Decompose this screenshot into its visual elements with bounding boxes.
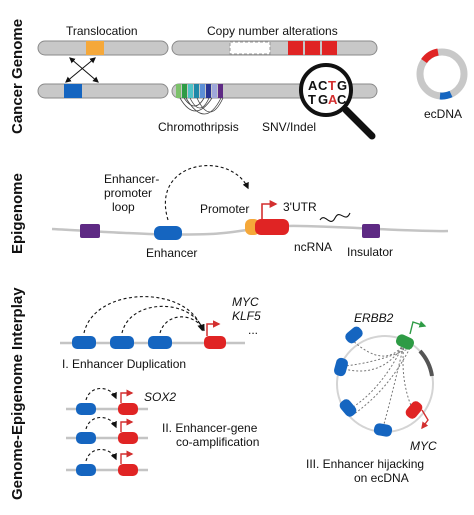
dup-loop-3 <box>159 316 205 334</box>
translocation-segment-blue <box>64 84 82 98</box>
hijack-ecdna-ring <box>336 335 434 433</box>
translocation-arrow-1 <box>65 57 96 83</box>
ecdna-blue-segment <box>439 90 453 100</box>
seq-top-3: G <box>337 78 347 93</box>
tss-arrow <box>261 200 278 219</box>
cna-segment-3 <box>322 41 337 55</box>
myc-ring-gene <box>405 401 423 419</box>
enhancer-duplication-panel: MYC KLF5 ... I. Enhancer Duplication <box>60 295 261 371</box>
ecdna-ring <box>416 48 468 100</box>
translocation-label: Translocation <box>66 24 138 38</box>
hijack-enhancer-3 <box>339 399 357 417</box>
copy-number-label: Copy number alterations <box>207 24 338 38</box>
hijack-enhancer-1 <box>345 326 363 344</box>
dup-gene <box>204 336 226 349</box>
myc-label-top: MYC <box>232 295 259 309</box>
dup-tss-arrow <box>206 320 221 336</box>
hijack-interactions <box>339 339 413 425</box>
promoter-label: Promoter <box>200 202 249 216</box>
seq-bottom-2: A <box>328 92 338 107</box>
snv-magnifier: A C T G T G A C <box>299 63 376 140</box>
translocation-arrow-2 <box>69 57 99 83</box>
cna-segment-2 <box>305 41 320 55</box>
loop-label-line2: promoter <box>104 186 152 200</box>
enhancer-box <box>154 226 182 240</box>
chromosome-bottom-arm-left <box>37 83 169 99</box>
seq-bottom-0: T <box>308 92 316 107</box>
hijack-enhancer-4 <box>373 423 393 437</box>
ncrna-squiggle <box>319 212 351 222</box>
section-label-interplay: Genome-Epigenome Interplay <box>9 287 26 500</box>
loop-label-line3: loop <box>112 200 135 214</box>
hijack-caption-line2: on ecDNA <box>354 471 409 485</box>
coamp-unit-3 <box>66 448 148 476</box>
seq-top-0: A <box>308 78 318 93</box>
sox2-label: SOX2 <box>144 390 176 404</box>
dup-caption: I. Enhancer Duplication <box>62 357 186 371</box>
erbb2-gene <box>395 334 415 350</box>
cancer-genome-panel: Translocation Copy number alterations <box>37 24 468 140</box>
coamplification-panel: SOX2 II. Enhancer-gene co-amplification <box>66 387 259 476</box>
ellipsis-label: ... <box>248 323 258 337</box>
seq-bottom-3: C <box>337 92 347 107</box>
coamp-caption-line2: co-amplification <box>176 435 259 449</box>
hijack-enhancer-2 <box>333 357 349 377</box>
klf5-label: KLF5 <box>232 309 261 323</box>
deleted-segment <box>229 41 271 55</box>
hijack-dark-segment <box>418 349 434 377</box>
ecdna-label: ecDNA <box>424 107 462 121</box>
translocation-segment-orange <box>86 41 104 55</box>
cna-segment-1 <box>288 41 303 55</box>
coamp-unit-2 <box>66 416 148 444</box>
chromothripsis-arcs <box>179 97 224 115</box>
ncrna-label: ncRNA <box>294 240 332 254</box>
magnifier-lens <box>299 63 353 117</box>
myc-ring-tss-arrow <box>421 409 429 430</box>
section-label-epigenome: Epigenome <box>9 173 26 254</box>
coamp-caption-line1: II. Enhancer-gene <box>162 421 258 435</box>
seq-top-1: C <box>318 78 328 93</box>
dup-enhancer-3 <box>148 336 172 349</box>
dup-enhancer-2 <box>110 336 134 349</box>
chromothripsis-segments <box>176 84 223 98</box>
gene-body-box <box>255 219 289 235</box>
seq-bottom-1: G <box>318 92 328 107</box>
dup-enhancer-1 <box>72 336 96 349</box>
hijack-caption-line1: III. Enhancer hijacking <box>306 457 424 471</box>
chromothripsis-label: Chromothripsis <box>158 120 239 134</box>
erbb2-tss-arrow <box>409 320 427 335</box>
loop-label-line1: Enhancer- <box>104 172 159 186</box>
myc-ring-label: MYC <box>410 439 437 453</box>
dup-loop-1 <box>83 296 204 334</box>
enhancer-label: Enhancer <box>146 246 197 260</box>
insulator-label: Insulator <box>347 245 393 259</box>
section-label-cancer-genome: Cancer Genome <box>9 19 26 134</box>
ecdna-red-segment <box>421 48 439 64</box>
insulator-box-left <box>80 224 100 238</box>
insulator-box-right <box>362 224 380 238</box>
magnifier-handle <box>342 106 376 140</box>
erbb2-label: ERBB2 <box>354 311 394 325</box>
coamp-unit-1 <box>66 387 148 415</box>
chromosome-top-arm-right <box>171 40 378 56</box>
dup-loop-2 <box>121 305 205 334</box>
snv-label: SNV/Indel <box>262 120 316 134</box>
epigenome-panel: Enhancer- promoter loop Promoter 3'UTR E… <box>51 165 449 260</box>
utr-label: 3'UTR <box>283 200 317 214</box>
enhancer-hijacking-panel: ERBB2 MYC III. Enhancer hijacking on ecD… <box>306 311 437 485</box>
enhancer-promoter-loop <box>165 165 249 221</box>
seq-top-2: T <box>328 78 336 93</box>
